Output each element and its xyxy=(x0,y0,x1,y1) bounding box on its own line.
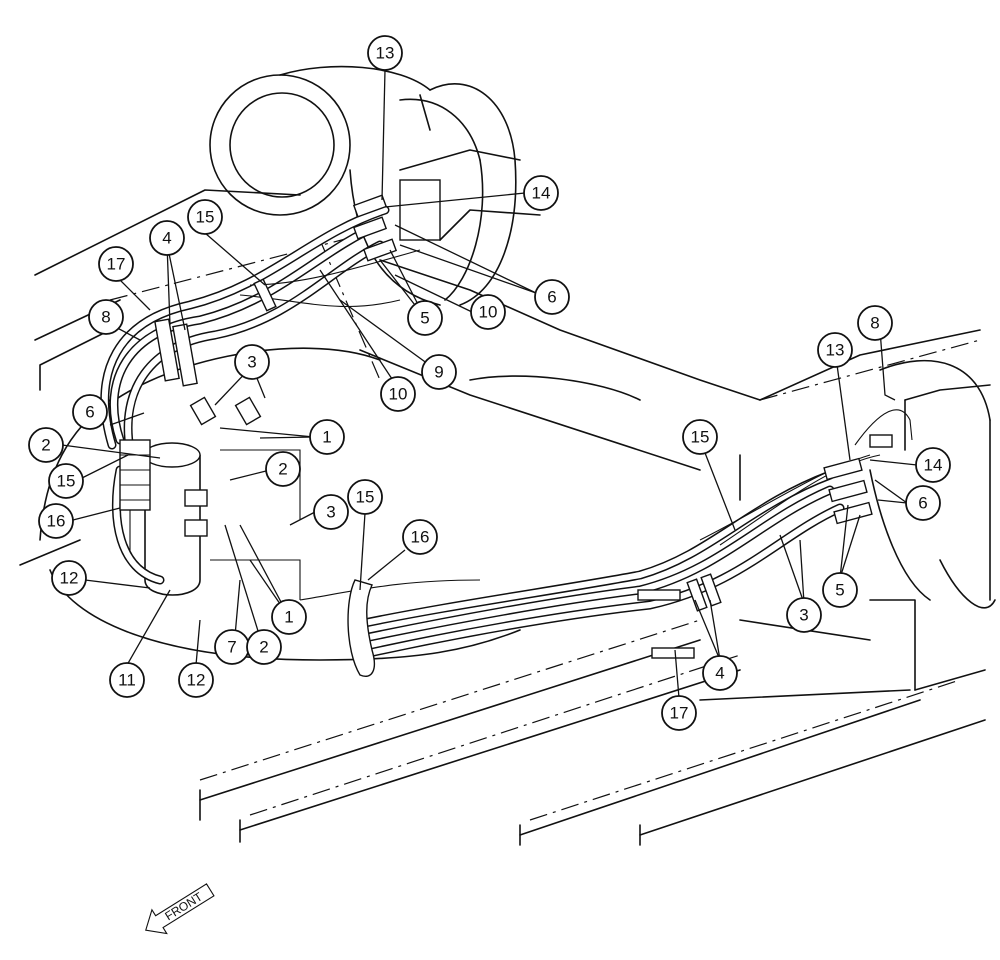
callout: 12 xyxy=(178,662,214,698)
callout: 1 xyxy=(271,599,307,635)
callout: 4 xyxy=(702,655,738,691)
callout-number: 16 xyxy=(411,528,430,547)
callout: 2 xyxy=(265,451,301,487)
callout: 3 xyxy=(234,344,270,380)
callout-number: 12 xyxy=(60,569,79,588)
callout-number: 3 xyxy=(247,353,256,372)
callout-number: 4 xyxy=(715,664,724,683)
callout-number: 3 xyxy=(799,606,808,625)
callout: 8 xyxy=(88,299,124,335)
callout-number: 15 xyxy=(57,472,76,491)
callout: 15 xyxy=(48,463,84,499)
callout-number: 14 xyxy=(924,456,943,475)
callout-number: 8 xyxy=(870,314,879,333)
callout: 2 xyxy=(28,427,64,463)
callout: 3 xyxy=(786,597,822,633)
callout: 14 xyxy=(915,447,951,483)
callout: 13 xyxy=(817,332,853,368)
callout-number: 3 xyxy=(326,503,335,522)
callout-number: 6 xyxy=(918,494,927,513)
callout: 7 xyxy=(214,629,250,665)
callout: 10 xyxy=(470,294,506,330)
callout-number: 13 xyxy=(376,44,395,63)
callouts: 13 14 6 5 10 15 4 17 8 10 9 3 6 2 1 15 2… xyxy=(28,35,951,731)
callout-number: 6 xyxy=(547,288,556,307)
callout: 17 xyxy=(661,695,697,731)
callout-number: 1 xyxy=(284,608,293,627)
callout-number: 12 xyxy=(187,671,206,690)
callout: 6 xyxy=(72,394,108,430)
callout: 15 xyxy=(187,199,223,235)
callout-number: 5 xyxy=(420,309,429,328)
callout: 11 xyxy=(109,662,145,698)
callout: 3 xyxy=(313,494,349,530)
callout: 13 xyxy=(367,35,403,71)
callout-number: 10 xyxy=(389,385,408,404)
callout-number: 7 xyxy=(227,638,236,657)
callout-number: 4 xyxy=(162,229,171,248)
callout: 8 xyxy=(857,305,893,341)
callout: 14 xyxy=(523,175,559,211)
right-travel-motor xyxy=(869,359,996,609)
callout: 16 xyxy=(38,503,74,539)
callout: 4 xyxy=(149,220,185,256)
callout: 16 xyxy=(402,519,438,555)
front-label: FRONT xyxy=(162,889,205,923)
callout-number: 17 xyxy=(107,255,126,274)
callout-number: 1 xyxy=(322,428,331,447)
callout: 17 xyxy=(98,246,134,282)
callout-number: 8 xyxy=(101,308,110,327)
callout-number: 6 xyxy=(85,403,94,422)
callout-number: 10 xyxy=(479,303,498,322)
callout-number: 15 xyxy=(691,428,710,447)
callout: 15 xyxy=(347,479,383,515)
callout-number: 15 xyxy=(196,208,215,227)
front-arrow: FRONT xyxy=(145,883,215,935)
callout-number: 9 xyxy=(434,363,443,382)
callout-number: 2 xyxy=(41,436,50,455)
callout-number: 17 xyxy=(670,704,689,723)
callout: 10 xyxy=(380,376,416,412)
callout-number: 15 xyxy=(356,488,375,507)
callout: 15 xyxy=(682,419,718,455)
callout-number: 11 xyxy=(118,671,136,690)
callout: 6 xyxy=(534,279,570,315)
callout: 5 xyxy=(407,300,443,336)
callout: 12 xyxy=(51,560,87,596)
swivel-joint xyxy=(129,396,301,600)
callout: 1 xyxy=(309,419,345,455)
callout: 9 xyxy=(421,354,457,390)
callout: 2 xyxy=(246,629,282,665)
callout-number: 14 xyxy=(532,184,551,203)
machine-frame xyxy=(19,149,991,846)
callout-number: 16 xyxy=(47,512,66,531)
callout: 6 xyxy=(905,485,941,521)
callout-number: 13 xyxy=(826,341,845,360)
callout-number: 5 xyxy=(835,581,844,600)
callout: 5 xyxy=(822,572,858,608)
hose-bundle-upper xyxy=(100,194,421,455)
callout-number: 2 xyxy=(278,460,287,479)
callout-number: 2 xyxy=(259,638,268,657)
